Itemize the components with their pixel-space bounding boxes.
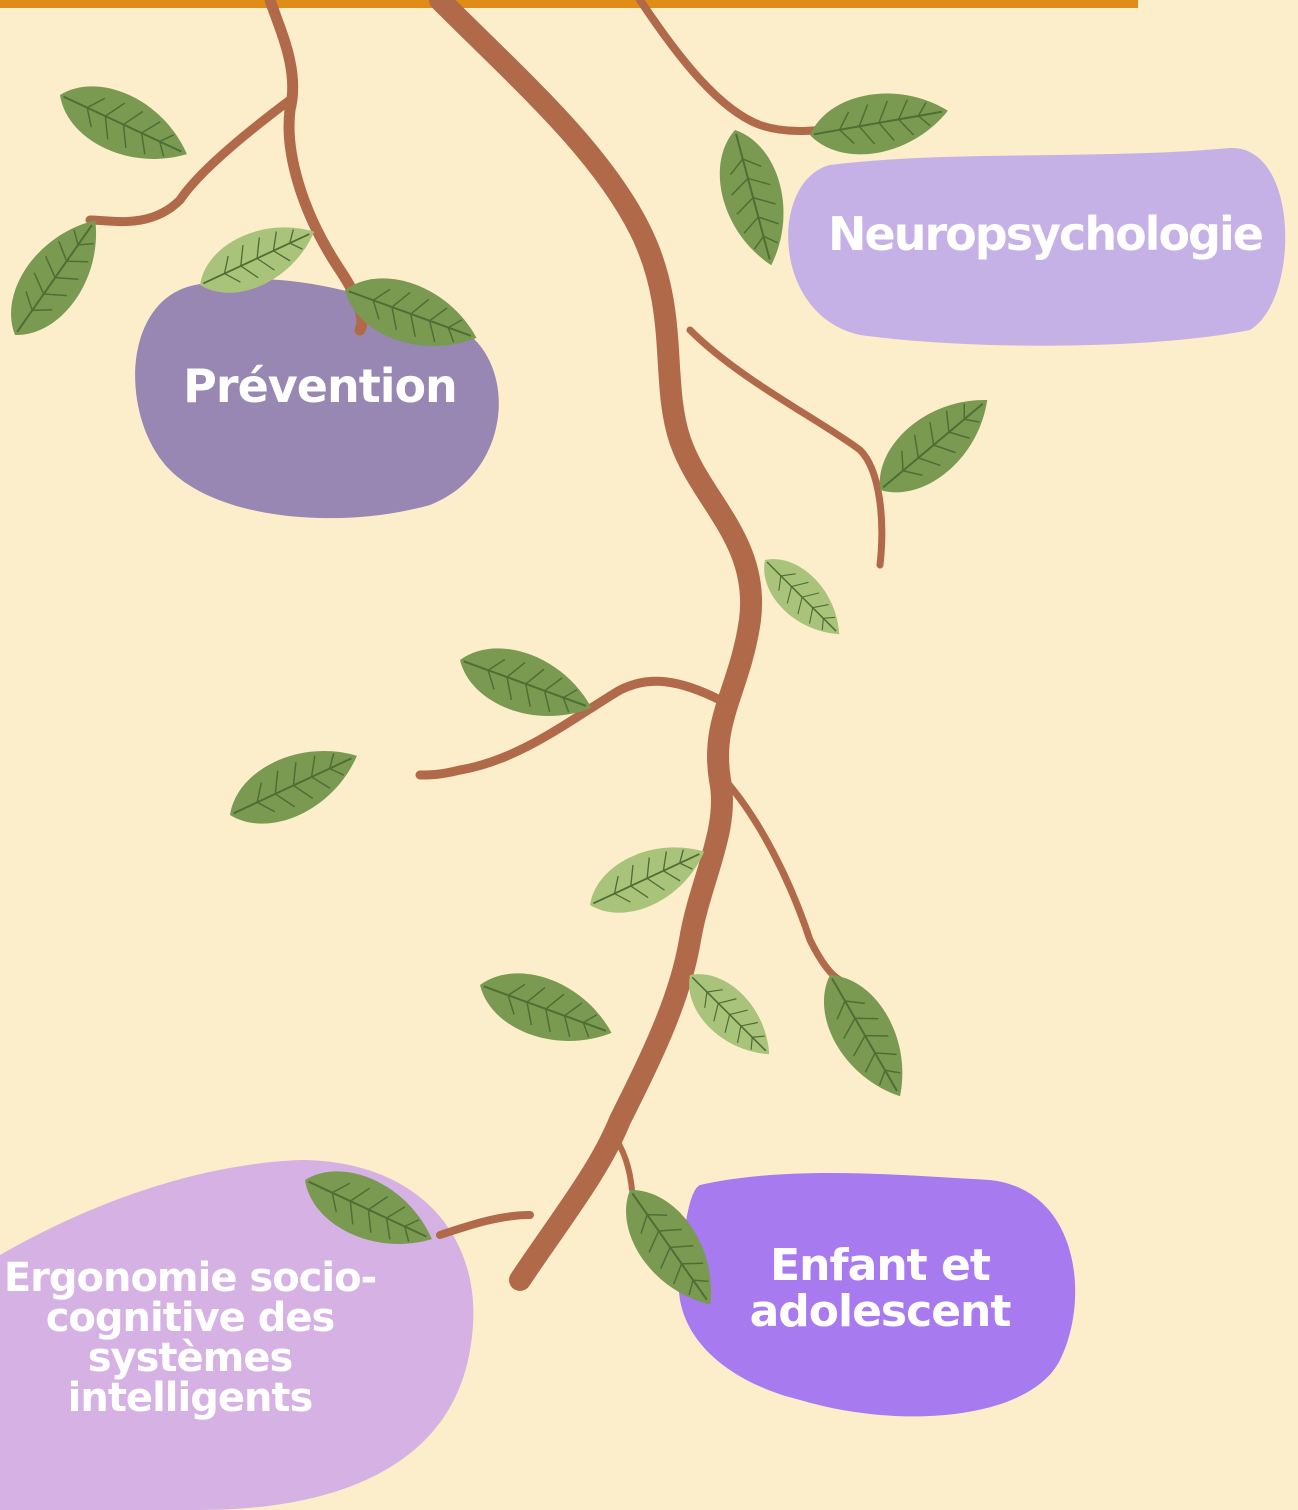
label-ergonomie: Ergonomie socio-cognitive des systèmes i… xyxy=(0,1258,400,1418)
label-prevention: Prévention xyxy=(150,362,490,410)
label-neuropsychologie: Neuropsychologie xyxy=(800,210,1290,258)
label-enfant-adolescent: Enfant et adolescent xyxy=(720,1243,1040,1335)
